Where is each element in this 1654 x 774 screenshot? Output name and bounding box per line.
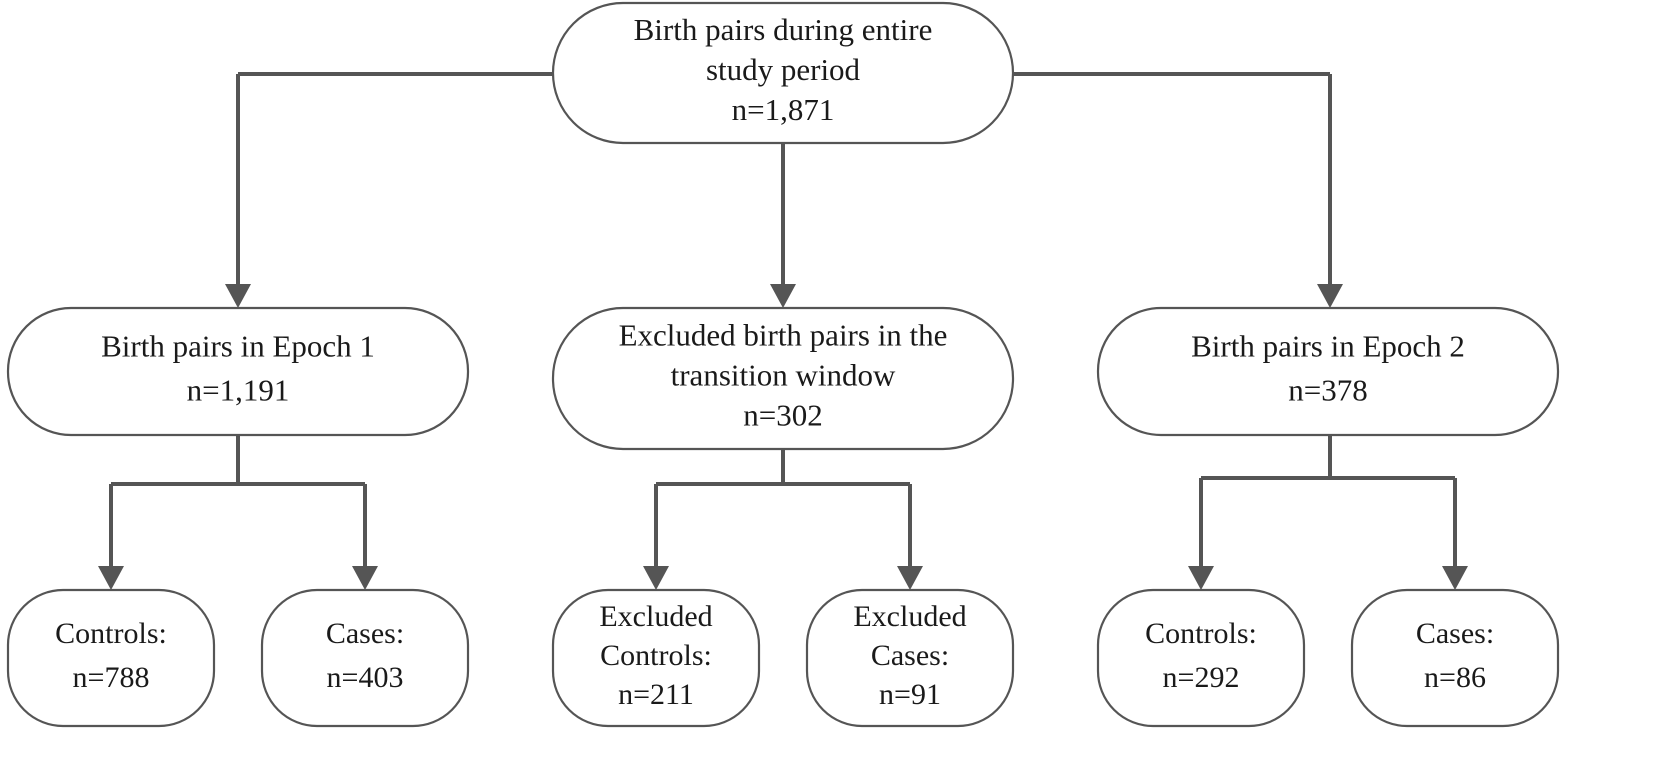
excluded-cases-node-shape xyxy=(805,588,1015,728)
epoch1-branch-right-arrow xyxy=(352,566,378,590)
epoch2-cases-node-line-1: Cases: xyxy=(1416,617,1494,650)
epoch2-cases-node-line-2: n=86 xyxy=(1424,661,1486,694)
epoch2-node: Birth pairs in Epoch 2 n=378 xyxy=(1096,306,1560,437)
root-node-line-2: study period xyxy=(706,52,861,87)
epoch1-node-shape xyxy=(6,306,470,437)
epoch2-cases-node: Cases: n=86 xyxy=(1350,588,1560,728)
root-node-line-3: n=1,871 xyxy=(732,92,835,127)
epoch2-controls-node-shape xyxy=(1096,588,1306,728)
epoch1-controls-node-shape xyxy=(6,588,216,728)
epoch1-branch-left-arrow xyxy=(98,566,124,590)
excluded-cases-node-line-2: Cases: xyxy=(871,639,949,672)
root-node: Birth pairs during entire study period n=1… xyxy=(551,1,1015,145)
epoch1-node-line-2: n=1,191 xyxy=(187,373,290,408)
nodes: Birth pairs during entire study period n=1… xyxy=(6,1,1560,728)
epoch1-cases-node-line-1: Cases: xyxy=(326,617,404,650)
epoch1-cases-node-line-2: n=403 xyxy=(327,661,404,694)
edges xyxy=(98,72,1468,590)
excluded-cases-node-line-1: Excluded xyxy=(853,600,966,633)
excluded-node: Excluded birth pairs in the transition wi… xyxy=(551,306,1015,451)
arrow-root-epoch2 xyxy=(1317,284,1343,308)
excluded-controls-node-line-2: Controls: xyxy=(600,639,712,672)
excluded-node-shape xyxy=(551,306,1015,451)
epoch1-controls-node-line-1: Controls: xyxy=(55,617,167,650)
epoch1-node-line-1: Birth pairs in Epoch 1 xyxy=(101,329,375,364)
excluded-cases-node-line-3: n=91 xyxy=(879,678,941,711)
excluded-controls-node-line-3: n=211 xyxy=(618,678,694,711)
excluded-branch-left-arrow xyxy=(643,566,669,590)
excluded-node-line-2: transition window xyxy=(671,358,896,393)
excluded-branch-right-arrow xyxy=(897,566,923,590)
arrow-root-excluded xyxy=(770,284,796,308)
root-node-shape xyxy=(551,1,1015,145)
excluded-controls-node-line-1: Excluded xyxy=(599,600,712,633)
excluded-node-line-1: Excluded birth pairs in the xyxy=(619,318,948,353)
epoch1-node: Birth pairs in Epoch 1 n=1,191 xyxy=(6,306,470,437)
epoch1-cases-node: Cases: n=403 xyxy=(260,588,470,728)
epoch2-controls-node-line-1: Controls: xyxy=(1145,617,1257,650)
epoch2-cases-node-shape xyxy=(1350,588,1560,728)
epoch2-controls-node-line-2: n=292 xyxy=(1163,661,1240,694)
epoch1-cases-node-shape xyxy=(260,588,470,728)
epoch2-node-line-2: n=378 xyxy=(1288,373,1367,408)
excluded-node-line-3: n=302 xyxy=(743,398,822,433)
arrow-root-epoch1 xyxy=(225,284,251,308)
epoch2-branch-right-arrow xyxy=(1442,566,1468,590)
excluded-controls-node-shape xyxy=(551,588,761,728)
epoch2-node-line-1: Birth pairs in Epoch 2 xyxy=(1191,329,1465,364)
root-node-line-1: Birth pairs during entire xyxy=(634,12,933,47)
epoch2-branch-left-arrow xyxy=(1188,566,1214,590)
epoch2-controls-node: Controls: n=292 xyxy=(1096,588,1306,728)
epoch2-node-shape xyxy=(1096,306,1560,437)
epoch1-controls-node-line-2: n=788 xyxy=(73,661,150,694)
epoch1-controls-node: Controls: n=788 xyxy=(6,588,216,728)
